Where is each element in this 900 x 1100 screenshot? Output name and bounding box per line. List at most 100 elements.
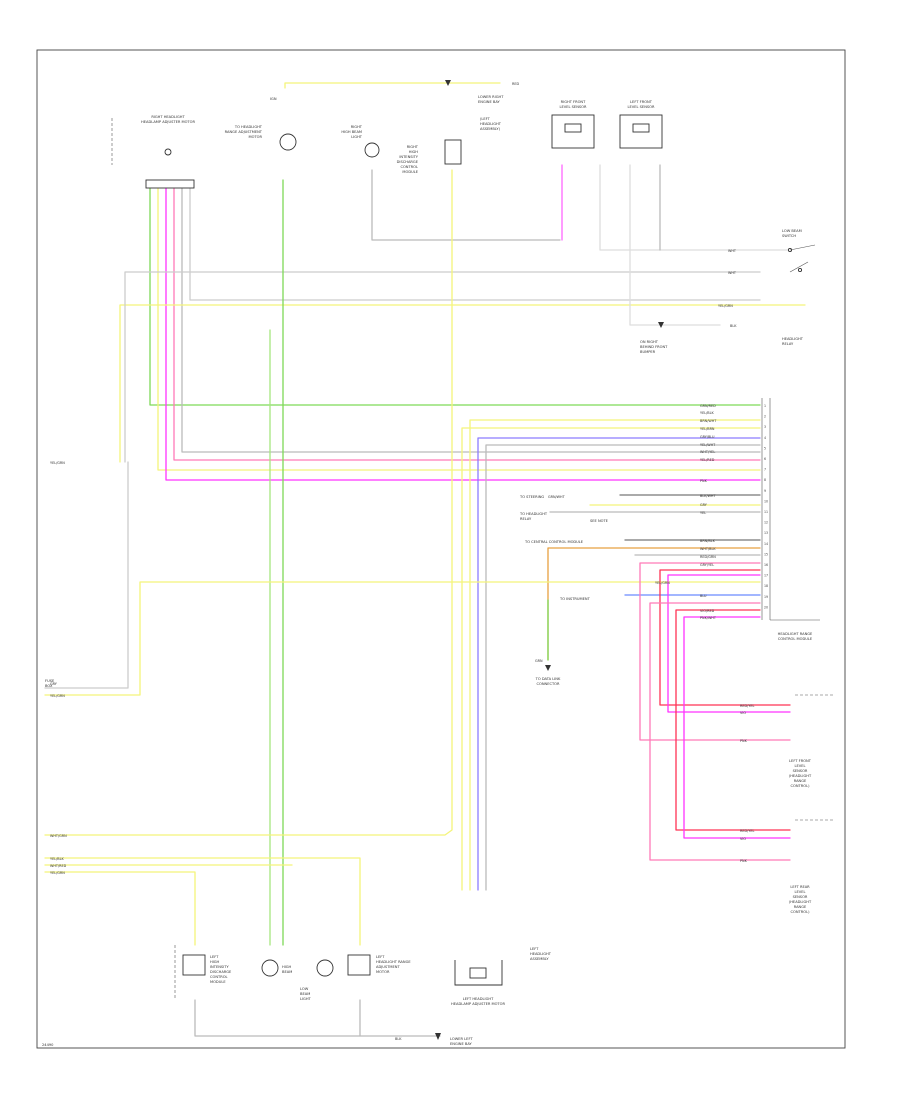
lhd-note-label-line-1: LEFT (530, 947, 539, 951)
wire-yellow-bus-2 (469, 419, 761, 891)
wire-yellow-a (157, 184, 761, 471)
module-pin-19: 19 (764, 595, 768, 599)
right-headlight-label-line-2: HEADLAMP ADJUSTER MOTOR (141, 120, 195, 124)
left-hid-label-line-3: INTENSITY (210, 965, 229, 969)
wire-gray-left-big (44, 461, 129, 689)
wl-blu-line-1: BLU (700, 594, 707, 598)
wl-blk-1-line-1: BLK (730, 324, 737, 328)
wire-gray-a (181, 184, 761, 453)
lr-sensor-label-line-5: RANGE (794, 905, 807, 909)
footer-code: 24490 (42, 1043, 54, 1047)
left-hid-label-line-2: HIGH (210, 960, 220, 964)
wl-gry-line-1: GRY (700, 503, 708, 507)
ground-top-label-line-2: ENGINE BAY (478, 100, 501, 104)
left-hid-label-line-5: CONTROL (210, 975, 228, 979)
right-fog-motor-label-line-3: MOTOR (249, 135, 263, 139)
right-xenon-note-line-3: ASSEMBLY) (480, 127, 501, 131)
lr-sensor-label-line-3: SENSOR (793, 895, 808, 899)
left-range-motor-label-line-2: HEADLIGHT RANGE (376, 960, 411, 964)
wl-yel-grn-3-line-1: YEL/GRN (50, 871, 65, 875)
wl-blk-wht-line-1: BLK/WHT (700, 494, 716, 498)
module-pin-16: 16 (764, 563, 768, 567)
right-fog-motor-label-line-2: RANGE ADJUSTMENT (225, 130, 263, 134)
module-pin-14: 14 (764, 542, 768, 546)
module-pin-11: 11 (764, 510, 768, 514)
lr-sensor-label-line-4: (HEADLIGHT (789, 900, 812, 904)
wire-gray-top (124, 271, 761, 463)
right-xenon-label-line-5: CONTROL (400, 165, 418, 169)
wl-yel-grn-left-line-1: YEL/GRN (50, 461, 65, 465)
module-pin-9: 9 (764, 489, 766, 493)
wl-blk-bottom-line-1: BLK (395, 1037, 402, 1041)
module-pin-13: 13 (764, 531, 768, 535)
right-xenon-label-line-1: RIGHT (407, 145, 419, 149)
module-pin-1: 1 (764, 404, 766, 408)
wl-pnk-line-1: PNK (700, 479, 708, 483)
module-pin-18: 18 (764, 584, 768, 588)
switch-contact-2 (797, 267, 803, 273)
wl-yel-grn-2-line-1: YEL/GRN (655, 581, 670, 585)
wl-wht-grn-line-1: WHT/GRN (50, 834, 67, 838)
left-high-label-line-1: HIGH (282, 965, 292, 969)
wire-green-long (149, 184, 761, 406)
wl-yel-wht-line-1: YEL/WHT (700, 443, 716, 447)
module-pin-10: 10 (764, 499, 768, 503)
left-low-label-line-2: BEAM (300, 992, 310, 996)
diagram-frame (36, 49, 846, 1049)
wl-brn-wht-line-1: BRN/WHT (700, 419, 717, 423)
wl-yel-blk-line-1: YEL/BLK (700, 411, 714, 415)
left-range-motor-label-line-3: ADJUSTMENT (376, 965, 400, 969)
right-xenon-note-line-2: HEADLIGHT (480, 122, 502, 126)
switch-arm-1 (789, 244, 816, 251)
module-pin-6: 6 (764, 457, 766, 461)
ground-mid-label-line-1: ON RIGHT (640, 340, 659, 344)
module-pin-20: 20 (764, 605, 768, 609)
right-xenon-note-line-1: (LEFT (480, 117, 491, 121)
wire-yellow-wide (119, 304, 806, 463)
left-hid-label-line-1: LEFT (210, 955, 219, 959)
lf-sensor-label-line-4: (HEADLIGHT (789, 774, 812, 778)
wire-magenta-sensor-1 (667, 574, 791, 713)
wire-yellow-bus-1 (461, 427, 761, 891)
wl-pnk-2-line-1: PNK (740, 859, 748, 863)
module-pin-12: 12 (764, 521, 768, 525)
lr-sensor-label-line-6: CONTROL) (791, 910, 811, 914)
left-hid-label-line-6: MODULE (210, 980, 226, 984)
left-range-motor-label-line-4: MOTOR (376, 970, 390, 974)
wire-red-sensor-2 (675, 609, 791, 831)
wire-white-relay (629, 164, 721, 326)
wire-magenta-a (165, 184, 761, 481)
wl-vio-2-line-1: VIO (740, 837, 746, 841)
ground-mid-label-line-3: BUMPER (640, 350, 656, 354)
module-pin-17: 17 (764, 574, 768, 578)
wire-yellow-b1 (44, 857, 361, 946)
left-headlight-assembly-label-line-2: HEADLAMP ADJUSTER MOTOR (451, 1002, 505, 1006)
wl-yel-grn-left2-line-1: YEL/GRN (50, 694, 65, 698)
wl-gry-left-line-1: GRY (50, 682, 58, 686)
wire-gray-b (189, 184, 761, 301)
right-headlight-label-line-1: RIGHT HEADLIGHT (151, 115, 185, 119)
wl-pnk-1-line-1: PNK (740, 739, 748, 743)
lf-sensor-label-line-1: LEFT FRONT (789, 759, 812, 763)
wl-grn-wht-line-1: GRN/WHT (548, 495, 566, 499)
right-low-beam-lamp-icon (364, 142, 380, 158)
low-beam-switch-label-line-1: LOW BEAM (782, 229, 802, 233)
right-xenon-label-line-3: INTENSITY (399, 155, 418, 159)
ground-bottom-label-line-2: ENGINE BAY (450, 1042, 473, 1046)
fuse-box-label-line-1: FUSE (45, 679, 55, 683)
module-label-line-2: CONTROL MODULE (778, 637, 813, 641)
lr-sensor-label-line-1: LEFT REAR (790, 885, 810, 889)
wl-red-grn-line-1: RED/GRN (700, 555, 716, 559)
wl-vio-red-line-1: VIO/RED (700, 609, 715, 613)
ground-mid-label-line-2: BEHIND FRONT (640, 345, 668, 349)
wire-yellow-hid (44, 169, 453, 836)
wire-pink-a (173, 184, 761, 461)
right-front-sensor-label-line-2: LEVEL SENSOR (560, 105, 587, 109)
wire-yellow-top (284, 82, 501, 89)
wl-wht-yel-line-1: WHT/YEL (700, 450, 715, 454)
rh-headlight-connector (145, 179, 195, 189)
wl-red-yel-1-line-1: RED/YEL (740, 704, 754, 708)
fuse-ref-label-line-2: RELAY (520, 517, 532, 521)
wl-red-yel-2-line-1: RED/YEL (740, 829, 754, 833)
